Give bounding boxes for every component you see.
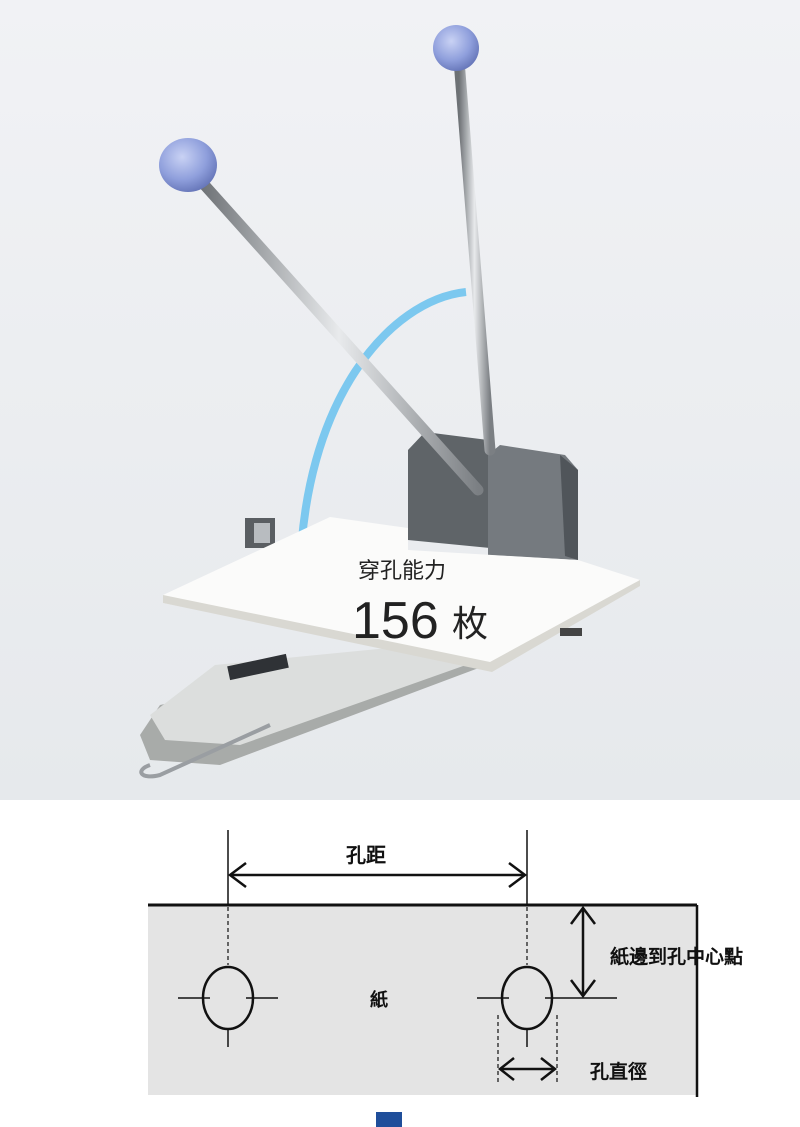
- capacity-unit: 枚: [452, 604, 488, 645]
- hole-left: [178, 965, 278, 1047]
- paper-label: 紙: [370, 989, 388, 1011]
- product-photo: 穿孔能力 156 枚: [0, 0, 800, 800]
- edge-to-center-label: 紙邊到孔中心點: [610, 945, 743, 968]
- punch-head: [245, 432, 578, 560]
- hole-spacing-label: 孔距: [346, 843, 386, 867]
- left-lever: [159, 138, 484, 496]
- hole-dimension-diagram: [148, 830, 699, 1097]
- hole-right: [477, 965, 617, 1084]
- right-lever: [433, 25, 496, 456]
- paper-stack: [163, 517, 640, 672]
- knob-icon: [159, 138, 217, 192]
- section-marker: [376, 1112, 402, 1127]
- capacity-label: 穿孔能力: [358, 559, 446, 584]
- knob-icon: [433, 25, 479, 71]
- hole-diameter-label: 孔直徑: [590, 1060, 647, 1083]
- capacity-value: 156: [352, 592, 439, 650]
- paper-area: [148, 905, 697, 1095]
- punch-base: [139, 640, 500, 779]
